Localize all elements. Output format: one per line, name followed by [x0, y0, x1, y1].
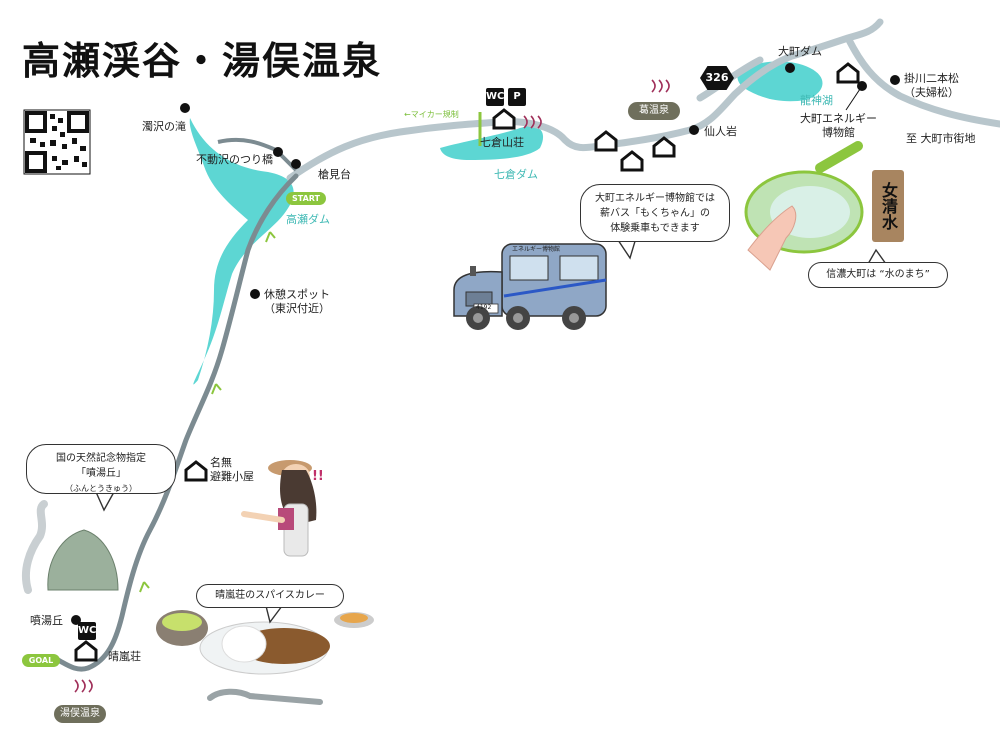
page-title: 高瀬渓谷・湯俣温泉	[22, 38, 383, 83]
goal-badge: GOAL	[22, 654, 60, 667]
bus-line2: 薪バス「もくちゃん」の	[600, 208, 710, 219]
label-kakegawa-pine: 掛川二本松 （夫婦松）	[904, 72, 959, 100]
label-takase-dam: 高瀬ダム	[286, 213, 330, 226]
trail-arrow	[211, 383, 222, 395]
water-basin-illustration	[744, 141, 864, 271]
route-326-badge: 326	[700, 66, 734, 90]
house-icon	[594, 130, 618, 152]
rest-spot-sub: （東沢付近）	[264, 301, 330, 315]
pin-fudosawa	[273, 147, 283, 157]
label-hut: 名無 避難小屋	[210, 456, 254, 484]
svg-text:!!: !!	[312, 469, 324, 484]
hiker-illustration: !!	[241, 460, 324, 557]
house-icon	[620, 150, 644, 172]
monument-line2: 「噴湯丘」	[76, 468, 126, 479]
bus-sign: エネルギー博物館	[512, 246, 561, 253]
hiking-trail	[55, 173, 299, 672]
label-nigorisawa-falls: 濁沢の滝	[142, 120, 186, 133]
house-icon	[652, 136, 676, 158]
label-yarimidai: 槍見台	[318, 168, 351, 181]
bubble-spice-curry: 晴嵐荘のスパイスカレー	[196, 584, 344, 608]
trail-arrow	[139, 581, 150, 593]
bubble-water-town: 信濃大町は “水のまち”	[808, 262, 948, 288]
label-fudosawa-bridge: 不動沢のつり橋	[196, 153, 273, 166]
bus-line1: 大町エネルギー博物館では	[595, 193, 715, 204]
onsen-icon	[523, 115, 542, 129]
parking-badge: P	[508, 88, 526, 106]
curry-plate-illustration	[156, 610, 374, 705]
bubble-tail	[617, 237, 637, 260]
bubble-natural-monument: 国の天然記念物指定 「噴湯丘」 （ふんとうきゅう）	[26, 444, 176, 494]
bubble-tail	[95, 491, 115, 512]
bus-line3: 体験乗車もできます	[610, 223, 700, 234]
label-funtokyu: 噴湯丘	[30, 614, 63, 627]
label-energy-museum: 大町エネルギー 博物館	[800, 112, 877, 140]
label-mycar-regulation: ←マイカー規制	[404, 110, 459, 119]
start-badge: START	[286, 192, 326, 205]
wc-badge-nanakura: WC	[486, 88, 504, 106]
qr-code	[23, 109, 91, 175]
bubble-tail	[867, 248, 887, 265]
museum-line2: 博物館	[822, 125, 855, 139]
house-icon	[74, 640, 98, 662]
bus-plate: 4192	[476, 304, 492, 311]
hut-line2: 避難小屋	[210, 469, 254, 483]
bubble-wood-bus: 大町エネルギー博物館では 薪バス「もくちゃん」の 体験乗車もできます	[580, 184, 730, 242]
bubble-tail	[265, 605, 283, 624]
onna-shimizu-sign: 女清水	[872, 170, 904, 242]
takase-lake	[189, 118, 294, 385]
wc-badge-seirantei: WC	[78, 622, 96, 640]
label-sennin-iwa: 仙人岩	[704, 125, 737, 138]
kakegawa-line2: （夫婦松）	[904, 85, 959, 99]
main-road	[286, 18, 1000, 182]
pin-rest-spot	[250, 289, 260, 299]
label-omachi-dam: 大町ダム	[778, 45, 822, 58]
hut-line1: 名無	[210, 456, 232, 469]
onsen-icon	[651, 79, 670, 93]
funtokyu-illustration	[21, 500, 119, 594]
house-icon	[184, 460, 208, 482]
label-rest-spot: 休憩スポット （東沢付近）	[264, 288, 330, 316]
museum-line1: 大町エネルギー	[800, 112, 877, 125]
monument-line3: （ふんとうきゅう）	[65, 484, 137, 493]
label-seirantei: 晴嵐荘	[108, 650, 141, 663]
pin-sennin-iwa	[689, 125, 699, 135]
kakegawa-line1: 掛川二本松	[904, 72, 959, 85]
pin-yarimidai	[291, 159, 301, 169]
rest-spot-name: 休憩スポット	[264, 288, 330, 301]
house-icon	[836, 62, 860, 84]
bus-illustration	[453, 243, 607, 330]
label-ryujin-lake: 龍神湖	[800, 94, 833, 107]
pin-omachi-dam	[785, 63, 795, 73]
pin-nigorisawa	[180, 103, 190, 113]
label-nanakura-dam: 七倉ダム	[494, 168, 538, 181]
monument-line1: 国の天然記念物指定	[56, 453, 146, 464]
pin-kakegawa	[890, 75, 900, 85]
label-nanakura-sanso: 七倉山荘	[480, 136, 524, 149]
label-to-omachi: 至 大町市街地	[906, 132, 976, 145]
nanakura-lake	[440, 126, 544, 160]
onsen-icon	[74, 679, 93, 693]
label-kuzu-onsen: 葛温泉	[628, 102, 680, 120]
trail-arrow	[265, 231, 276, 243]
house-icon	[492, 108, 516, 130]
label-yumata-onsen: 湯俣温泉	[54, 705, 106, 723]
